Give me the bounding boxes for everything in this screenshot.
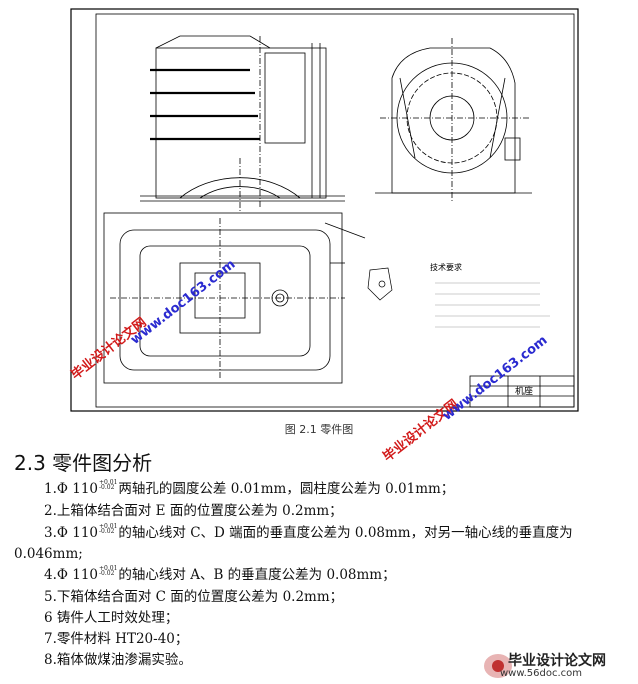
logo-mark — [484, 654, 512, 678]
list-item: 0.046mm; — [14, 546, 83, 562]
footer-brand: 毕业设计论文网 — [508, 653, 606, 669]
figure-caption: 图 2.1 零件图 — [284, 423, 354, 436]
front-view — [140, 35, 345, 213]
tolerance: +0.01-0.02 — [99, 479, 118, 491]
part-drawing: 技术要求 机座 — [70, 8, 579, 412]
list-item: 6 铸件人工时效处理； — [44, 610, 179, 626]
list-item: 5.下箱体结合面对 C 面的位置度公差为 0.2mm； — [44, 589, 344, 605]
list-item: 8.箱体做煤油渗漏实验。 — [44, 652, 192, 668]
notes-title: 技术要求 — [430, 262, 462, 272]
detail-view — [367, 267, 393, 301]
technical-notes: 技术要求 — [430, 262, 550, 328]
side-view — [375, 38, 532, 203]
section-title: 2.3 零件图分析 — [14, 451, 153, 475]
tolerance: +0.01-0.02 — [99, 523, 118, 535]
title-block: 机座 — [469, 375, 575, 408]
plan-view — [103, 212, 366, 384]
title-block-name: 机座 — [515, 385, 533, 397]
tolerance: +0.01-0.02 — [99, 565, 118, 577]
footer-site: www.56doc.com — [500, 668, 583, 679]
list-item: 2.上箱体结合面对 E 面的位置度公差为 0.2mm； — [44, 503, 343, 519]
list-item: 7.零件材料 HT20-40； — [44, 631, 189, 647]
